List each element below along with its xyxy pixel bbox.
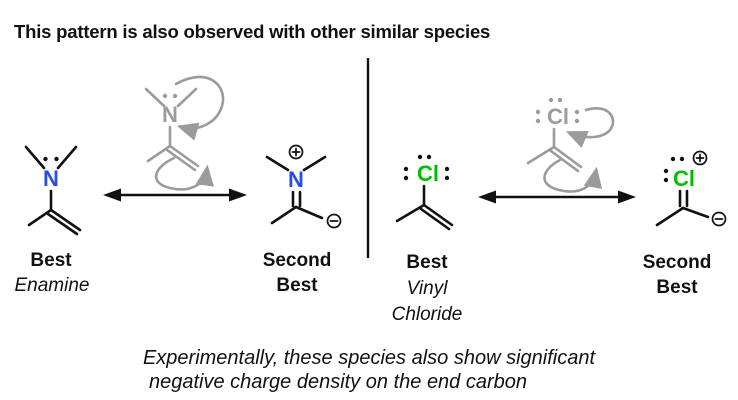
enamine-curved-arrow-structure: N (144, 75, 225, 191)
double-bond (165, 148, 197, 172)
double-bond (552, 145, 583, 169)
plus-charge-icon (692, 150, 708, 166)
chlorine-atom: Cl (673, 166, 695, 191)
bond (146, 144, 172, 163)
double-bond (419, 207, 451, 231)
curved-arrow-icon (543, 158, 603, 193)
resonance-arrow-right (478, 190, 636, 204)
bond (265, 155, 290, 172)
curved-arrow-icon (154, 156, 214, 191)
vinyl-chloride-best-structure: Cl (395, 154, 454, 231)
enamine-second-structure: N (265, 144, 342, 229)
lone-pair-icon (403, 154, 450, 181)
lone-pair-icon (43, 156, 59, 162)
bond (56, 145, 78, 170)
double-bond (168, 144, 200, 168)
caption-line-1: Experimentally, these species also show … (142, 347, 596, 369)
lone-pair-icon (535, 97, 580, 124)
minus-charge-icon (711, 211, 727, 227)
curved-arrow-icon (174, 75, 225, 141)
double-bond (549, 149, 580, 173)
nitrogen-atom: N (43, 166, 59, 191)
bond (24, 145, 46, 170)
best-label-enamine: Best (30, 250, 72, 271)
enamine-best-structure: N (24, 145, 82, 236)
bond (144, 87, 166, 108)
bond (655, 206, 685, 227)
bond (302, 155, 327, 172)
plus-charge-icon (288, 144, 304, 160)
caption-line-2: negative charge density on the end carbo… (148, 371, 528, 393)
bond (270, 205, 298, 225)
lone-pair-icon (162, 93, 178, 99)
resonance-arrow-left (103, 188, 247, 202)
second-best-label-right: Second Best (642, 252, 712, 298)
species-name-enamine: Enamine (14, 275, 90, 296)
bond (395, 203, 426, 223)
double-bond (46, 212, 79, 236)
vinyl-chloride-curved-arrow-structure: Cl (526, 97, 615, 193)
curved-arrow-icon (565, 107, 615, 149)
lone-pair-icon (663, 156, 685, 183)
nitrogen-atom: N (162, 102, 178, 127)
chlorine-atom: Cl (417, 161, 439, 186)
page-title: This pattern is also observed with other… (14, 21, 491, 42)
bond (294, 205, 324, 220)
minus-charge-icon (326, 213, 342, 229)
bond (681, 206, 710, 219)
second-best-label-left: Second Best (262, 250, 332, 296)
double-bond (49, 208, 82, 232)
best-label-vinyl-chloride: Best (406, 252, 448, 273)
species-name-vinyl: Vinyl (406, 278, 448, 299)
double-bond (422, 203, 454, 227)
vinyl-chloride-second-structure: Cl (655, 150, 727, 227)
bond (526, 145, 556, 165)
species-name-chloride: Chloride (391, 304, 463, 325)
chlorine-atom: Cl (547, 104, 569, 129)
bond (27, 208, 53, 227)
nitrogen-atom: N (288, 167, 304, 192)
bond (176, 87, 198, 108)
